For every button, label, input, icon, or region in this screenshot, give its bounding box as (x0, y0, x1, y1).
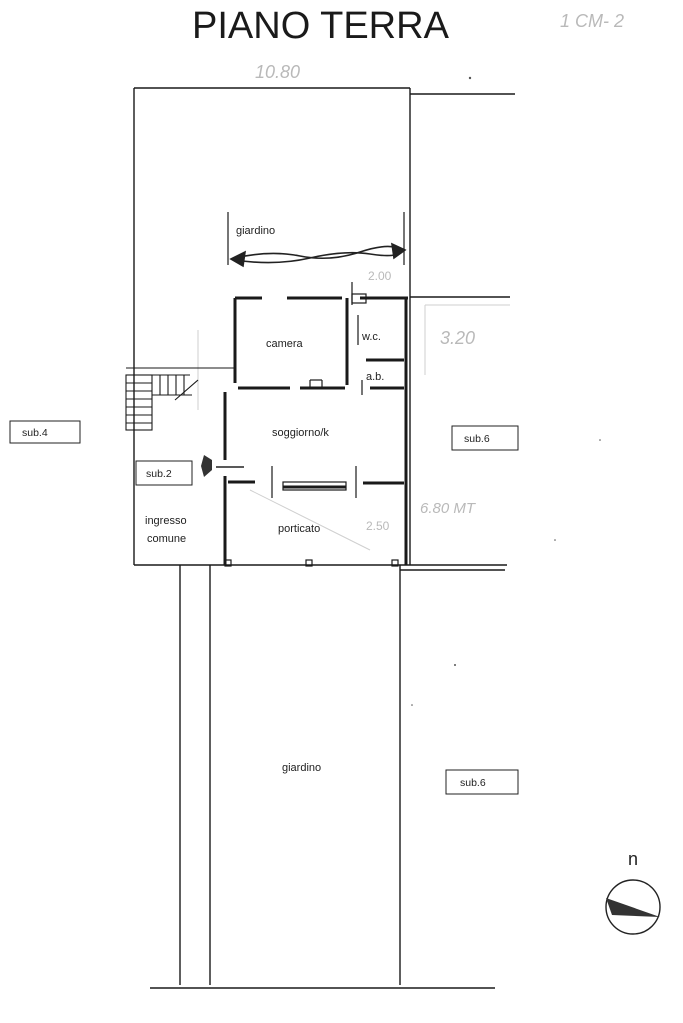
room-label-soggiorno: soggiorno/k (272, 427, 329, 439)
sub-text-sub6-bottom: sub.6 (460, 777, 486, 789)
door-and-fixture-lines (227, 212, 405, 498)
sub-text-sub4: sub.4 (22, 427, 48, 439)
room-label-camera: camera (266, 338, 304, 350)
sub-text-sub2: sub.2 (146, 468, 172, 480)
room-label-giardino-bottom: giardino (282, 762, 321, 774)
sub-label-sub2: sub.2 (135, 460, 193, 486)
pencil-note-dimension-d: 2.50 (366, 519, 390, 533)
pencil-note-dimension-a: 2.00 (368, 269, 392, 283)
compass-icon (605, 879, 661, 935)
compass-north-label: n (628, 849, 638, 869)
scan-specks (411, 76, 601, 706)
lot-boundaries (133, 87, 515, 989)
room-label-wc: w.c. (361, 331, 381, 343)
plan-title: PIANO TERRA (192, 5, 450, 47)
staircase (125, 367, 235, 431)
sub-label-sub6-bottom: sub.6 (445, 769, 519, 795)
pencil-note-dimension-c: 6.80 MT (420, 500, 477, 517)
entrance-arrow-icon (201, 455, 212, 477)
pencil-construction-lines (197, 304, 510, 551)
room-label-ingresso: ingresso (145, 515, 187, 527)
room-label-giardino-top: giardino (236, 225, 275, 237)
pencil-note-dimension-b: 3.20 (440, 328, 475, 348)
room-label-porticato: porticato (278, 523, 320, 535)
room-label-ab: a.b. (366, 371, 384, 383)
sub-label-sub4: sub.4 (9, 420, 81, 444)
sub-label-sub6-top: sub.6 (451, 425, 519, 451)
room-label-comune: comune (147, 533, 186, 545)
pillars (224, 559, 399, 567)
pencil-note-scale: 1 CM- 2 (560, 11, 624, 31)
pencil-note-top-dimension: 10.80 (255, 62, 300, 82)
sub-text-sub6-top: sub.6 (464, 433, 490, 445)
garden-span-arrow (229, 242, 407, 268)
